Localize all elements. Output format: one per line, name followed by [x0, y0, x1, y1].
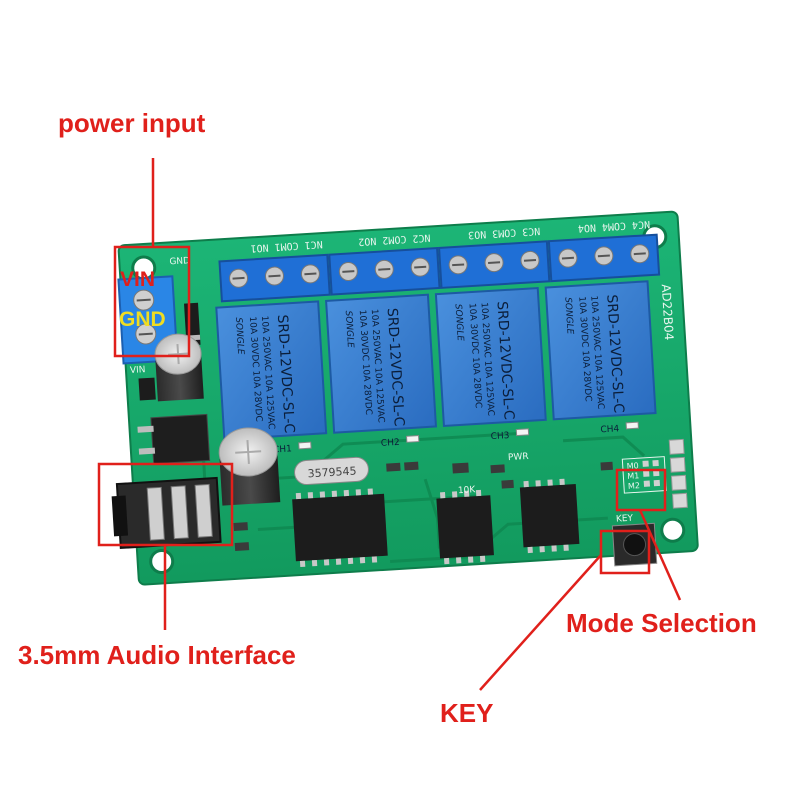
capacitor: [218, 427, 281, 506]
relay: SRD-12VDC-SL-C 10A 250VAC 10A 125VAC 10A…: [325, 293, 438, 434]
smd-components: [233, 461, 613, 551]
audio-jack: [111, 476, 222, 549]
key-frame: [599, 529, 651, 575]
pwr-silk: PWR: [508, 452, 529, 463]
capacitor: [154, 333, 204, 402]
relay-model: SRD-12VDC-SL-C: [274, 314, 297, 434]
relay-brand: SONGLE: [233, 317, 245, 355]
mode-jumper: M0 M1 M2: [621, 456, 667, 494]
gnd-silk: GND: [169, 256, 190, 267]
relay-terminal-blocks: [218, 233, 661, 303]
terminal-silk: NC1 COM1 NO1: [250, 238, 323, 253]
vin-silk: VIN: [130, 365, 146, 376]
terminal-block: [218, 253, 331, 303]
ic-chip: [519, 478, 580, 554]
mounting-hole: [149, 548, 175, 574]
relay-brand: SONGLE: [562, 297, 574, 335]
terminal-block: [328, 247, 441, 296]
mode-pin-label: M1: [627, 471, 640, 481]
terminal-block: [438, 240, 551, 289]
terminal-silk: NC3 COM3 NO3: [468, 225, 541, 240]
crystal-oscillator: 3579545: [294, 456, 369, 485]
pcb-board: NC1 COM1 NO1 NC2 COM2 NO2 NC3 COM3 NO3 N…: [111, 210, 699, 586]
ic-chip: [436, 489, 494, 565]
smd-part: [138, 377, 156, 401]
gnd-label: GND: [119, 308, 166, 331]
relay-brand: SONGLE: [453, 304, 465, 342]
channel-label: CH2: [381, 438, 400, 449]
relay: SRD-12VDC-SL-C 10A 250VAC 10A 125VAC 10A…: [215, 300, 328, 441]
relay-model: SRD-12VDC-SL-C: [603, 294, 626, 414]
terminal-block: [547, 233, 661, 283]
leader-lines: [151, 158, 682, 691]
channel-label: CH3: [490, 431, 509, 442]
mounting-hole: [660, 517, 686, 543]
relay: SRD-12VDC-SL-C 10A 250VAC 10A 125VAC 10A…: [434, 286, 547, 428]
voltage-regulator: [137, 413, 211, 465]
terminal-silk: NC4 COM4 NO4: [578, 218, 651, 233]
relay-model: SRD-12VDC-SL-C: [493, 301, 516, 421]
key-label: KEY: [440, 698, 494, 728]
terminal-silk: NC2 COM2 NO2: [358, 231, 431, 246]
audio-interface-label: 3.5mm Audio Interface: [18, 640, 296, 670]
mode-pin-label: M0: [626, 461, 639, 471]
channel-label: CH1: [273, 444, 292, 455]
channel-label: CH4: [600, 424, 620, 435]
relay-model: SRD-12VDC-SL-C: [384, 307, 407, 427]
terminal-silk-labels: NC1 COM1 NO1 NC2 COM2 NO2 NC3 COM3 NO3 N…: [250, 218, 650, 253]
power-input-label: power input: [58, 108, 206, 138]
relay-brand: SONGLE: [343, 310, 355, 348]
ic-chip: [292, 488, 388, 568]
ic-chips: [292, 478, 580, 568]
key-silk: KEY: [616, 514, 634, 525]
mode-selection-label: Mode Selection: [566, 608, 757, 638]
mode-leader: [638, 509, 682, 601]
relays: SRD-12VDC-SL-C 10A 250VAC 10A 125VAC 10A…: [215, 280, 657, 441]
relay: SRD-12VDC-SL-C 10A 250VAC 10A 125VAC 10A…: [544, 280, 657, 421]
crystal-label: 3579545: [307, 464, 357, 480]
power-terminal-block: [117, 275, 179, 365]
r10k-silk: 10K: [458, 485, 477, 496]
board-model: AD22B04: [659, 284, 676, 341]
header-pins: [668, 438, 688, 509]
key-leader: [479, 554, 602, 691]
channel-leds: CH1 CH2 CH3 CH4: [273, 421, 639, 455]
vin-label: VIN: [120, 268, 155, 291]
mode-pin-label: M2: [628, 481, 641, 491]
